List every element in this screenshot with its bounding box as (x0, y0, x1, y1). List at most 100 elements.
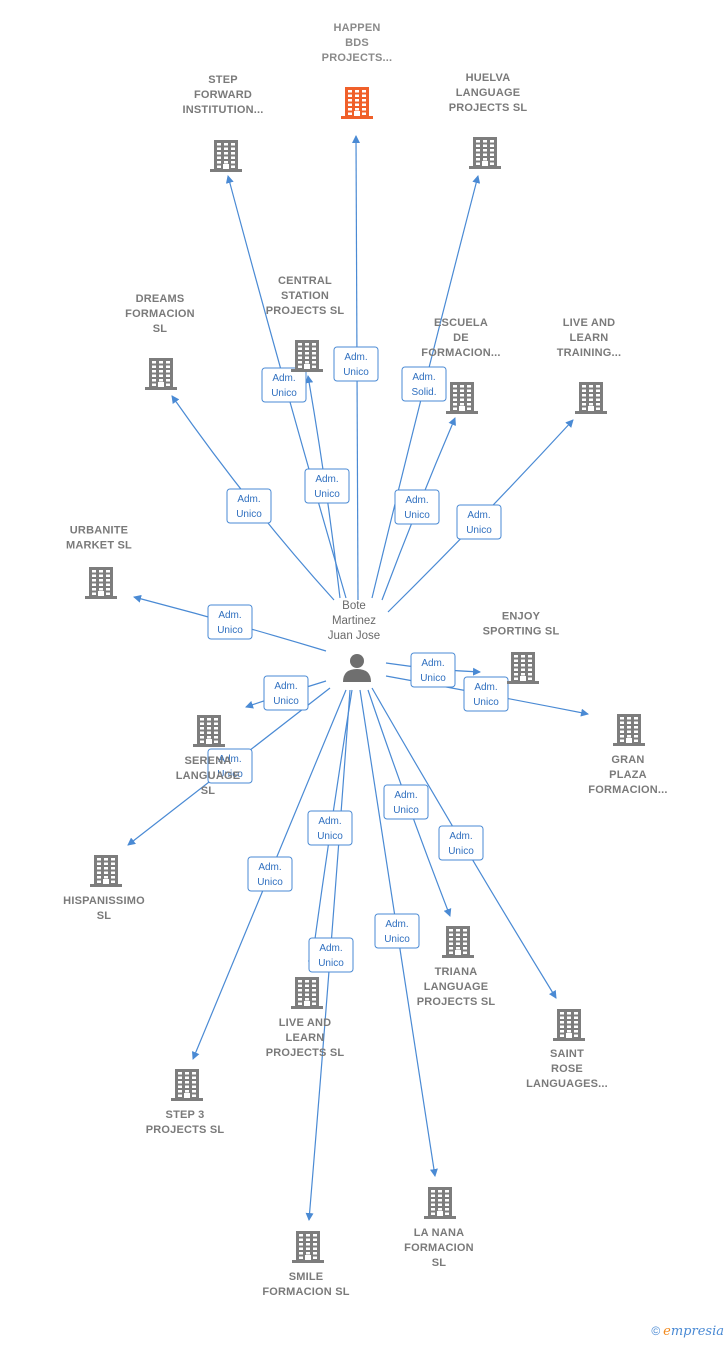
role-badge-live-and-learn-projects[interactable]: Adm.Unico (307, 810, 353, 846)
role-badge-hispanissimo[interactable]: Adm.Unico (207, 748, 253, 784)
company-node-happen-bds[interactable]: HAPPENBDSPROJECTS... (322, 22, 393, 119)
company-label: SL (97, 910, 112, 922)
role-badge-text: Adm. (274, 681, 297, 692)
role-badge-text: Adm. (218, 754, 241, 765)
company-label: ENJOY (502, 611, 541, 623)
company-label: FORMACION (125, 308, 195, 320)
company-label: LANGUAGE (456, 87, 521, 99)
building-icon (171, 1069, 203, 1101)
company-label: URBANITE (70, 525, 128, 537)
building-icon (442, 926, 474, 958)
company-label: HUELVA (466, 72, 511, 84)
company-label: LA NANA (414, 1227, 465, 1239)
role-badge-la-nana[interactable]: Adm.Unico (374, 913, 420, 949)
company-label: FORWARD (194, 89, 252, 101)
building-icon (553, 1009, 585, 1041)
person-icon (343, 654, 371, 682)
role-badge-text: Adm. (394, 790, 417, 801)
company-label: CENTRAL (278, 275, 332, 287)
person-name: Bote (342, 600, 366, 612)
building-icon (469, 137, 501, 169)
company-node-urbanite-market[interactable]: URBANITE MARKET SL (66, 525, 132, 600)
company-node-gran-plaza[interactable]: GRANPLAZAFORMACION... (588, 714, 668, 796)
company-label: MARKET SL (66, 540, 132, 552)
building-icon (446, 382, 478, 414)
company-label: STATION (281, 290, 329, 302)
role-badge-text: Unico (448, 846, 474, 857)
role-badge-urbanite-market[interactable]: Adm. Unico (207, 604, 253, 640)
role-badge-gran-plaza[interactable]: Adm.Unico (463, 676, 509, 712)
company-label: HAPPEN (333, 22, 380, 34)
role-badge-text: Adm. (467, 510, 490, 521)
building-icon (341, 87, 373, 119)
role-badge-text: Unico (217, 625, 243, 636)
company-label: STEP (208, 74, 238, 86)
company-label: FORMACION... (421, 347, 500, 359)
company-label: DE (453, 332, 469, 344)
role-badge-text: Unico (404, 510, 430, 521)
role-badge-central-station[interactable]: Adm.Unico (304, 468, 350, 504)
building-icon (292, 1231, 324, 1263)
company-label: INSTITUTION... (182, 104, 263, 116)
role-badge-text: Adm. (412, 372, 435, 383)
company-node-escuela-de-formacion[interactable]: ESCUELADEFORMACION... (421, 317, 501, 414)
role-badge-triana-language[interactable]: Adm.Unico (383, 784, 429, 820)
role-badge-text: Unico (420, 673, 446, 684)
role-badge-smile-formacion[interactable]: Adm.Unico (308, 937, 354, 973)
company-label: LANGUAGES... (526, 1078, 608, 1090)
building-icon (210, 140, 242, 172)
role-badge-saint-rose[interactable]: Adm.Unico (438, 825, 484, 861)
role-badge-escuela-de-formacion[interactable]: Adm.Unico (394, 489, 440, 525)
company-node-saint-rose[interactable]: SAINTROSELANGUAGES... (526, 1009, 608, 1090)
role-badge-text: Unico (271, 388, 297, 399)
role-badge-text: Adm. (272, 373, 295, 384)
person-name: Juan Jose (328, 630, 380, 642)
company-node-huelva-language[interactable]: HUELVA LANGUAGE PROJECTS SL (449, 72, 528, 169)
role-badge-happen-bds[interactable]: Adm.Unico (333, 346, 379, 382)
company-label: SL (432, 1257, 447, 1269)
company-label: LANGUAGE (424, 981, 489, 993)
company-label: SERENA (184, 755, 231, 767)
role-badge-step-3[interactable]: Adm.Unico (247, 856, 293, 892)
role-badge-text: Adm. (319, 943, 342, 954)
building-icon (291, 340, 323, 372)
building-icon (575, 382, 607, 414)
company-label: PROJECTS SL (417, 996, 496, 1008)
company-label: SL (201, 785, 216, 797)
empresia-watermark: ©empresia (651, 1323, 724, 1339)
brand-name: mpresia (670, 1324, 724, 1339)
role-badge-text: Adm. (218, 610, 241, 621)
role-badge-live-and-learn-training[interactable]: Adm. Unico (456, 504, 502, 540)
building-icon (507, 652, 539, 684)
company-label: STEP 3 (166, 1109, 205, 1121)
company-node-live-and-learn-training[interactable]: LIVE ANDLEARNTRAINING... (557, 317, 622, 414)
role-badge-text: Unico (257, 877, 283, 888)
building-icon (424, 1187, 456, 1219)
company-node-step-forward[interactable]: STEP FORWARD INSTITUTION... (182, 74, 263, 172)
role-badge-step-forward[interactable]: Adm. Unico (261, 367, 307, 403)
company-label: PROJECTS SL (449, 102, 528, 114)
company-label: BDS (345, 37, 369, 49)
role-badge-huelva-language[interactable]: Adm.Solid. (401, 366, 447, 402)
company-label: FORMACION SL (262, 1286, 349, 1298)
role-badge-serena-language[interactable]: Adm.Unico (263, 675, 309, 711)
role-badge-enjoy-sporting[interactable]: Adm.Unico (410, 652, 456, 688)
role-badge-text: Adm. (474, 682, 497, 693)
role-badge-dreams-formacion[interactable]: Adm.Unico (226, 488, 272, 524)
company-label: LIVE AND (279, 1017, 332, 1029)
building-icon (291, 977, 323, 1009)
role-badge-text: Unico (317, 831, 343, 842)
role-badge-text: Unico (466, 525, 492, 536)
